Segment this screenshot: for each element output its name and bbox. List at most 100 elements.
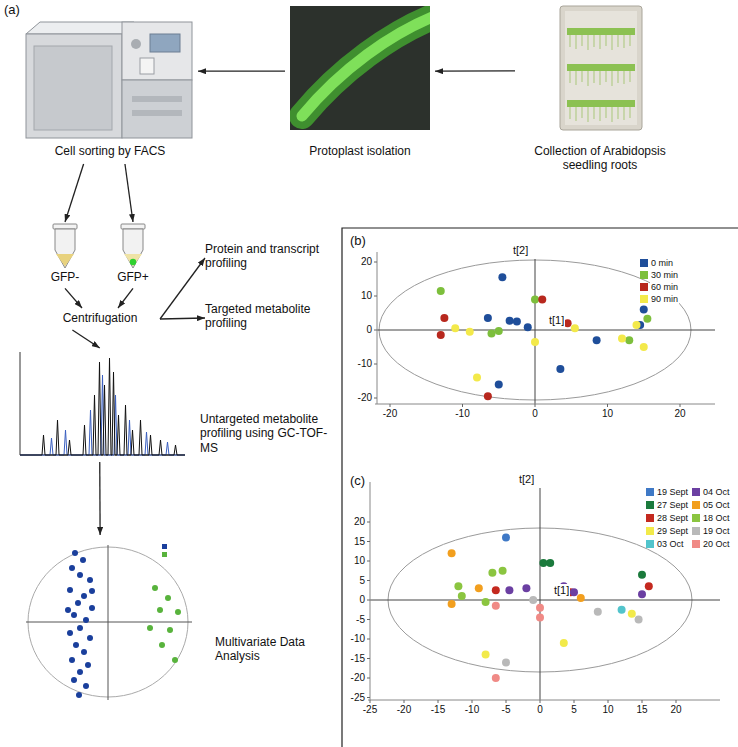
score-point <box>484 314 492 322</box>
score-point <box>593 336 601 344</box>
score-point <box>502 658 510 666</box>
root-outer <box>302 14 430 116</box>
tick-mark <box>367 697 370 698</box>
score-point <box>618 335 626 343</box>
axis-title: t[2] <box>512 244 529 257</box>
flow-arrow <box>72 330 99 348</box>
axis-title: t[1] <box>548 314 565 327</box>
score-point <box>577 594 585 602</box>
workflow-step: GFP- <box>40 222 90 288</box>
thumb-point <box>67 587 73 593</box>
score-point <box>618 606 626 614</box>
workflow-step: GFP+ <box>108 222 158 288</box>
score-point <box>492 674 500 682</box>
thumb-point <box>80 557 86 563</box>
tick-mark <box>438 700 439 703</box>
tick-label: 5 <box>359 575 365 587</box>
score-point <box>451 324 459 332</box>
tick-label: 20 <box>674 408 685 420</box>
score-point <box>454 582 462 590</box>
tick-label: -10 <box>358 358 372 370</box>
tick-label: 10 <box>361 290 372 302</box>
flow-arrow <box>125 164 133 222</box>
thumb-point <box>157 607 163 613</box>
tick-label: 20 <box>354 516 365 528</box>
seedling-roots <box>570 107 630 122</box>
legend-label: 90 min <box>650 293 679 305</box>
score-point <box>522 584 530 592</box>
seedling-row <box>567 64 635 71</box>
gfp-pellet <box>130 259 136 265</box>
workflow-step: Centrifugation <box>40 308 160 330</box>
flow-arrow <box>160 318 205 319</box>
panel-letter: (b) <box>350 234 366 249</box>
zero-axis <box>377 330 715 331</box>
facs-base <box>122 80 192 138</box>
thumb-point <box>73 642 79 648</box>
tick-label: -20 <box>358 392 372 404</box>
thumb-point <box>172 657 178 663</box>
flow-arrow <box>118 288 133 308</box>
tick-label: 10 <box>602 704 613 716</box>
legend-label: 29 Sept <box>656 525 689 537</box>
tick-label: 20 <box>361 256 372 268</box>
legend-label: 19 Oct <box>702 525 731 537</box>
tick-mark <box>390 404 391 407</box>
tick-label: 5 <box>571 704 577 716</box>
score-point <box>529 596 537 604</box>
legend-swatch <box>646 488 654 496</box>
step-caption: Multivariate Data Analysis <box>215 635 325 664</box>
score-point <box>640 306 648 314</box>
root-stele <box>302 14 430 116</box>
tick-label: -10 <box>351 633 365 645</box>
tick-label: -5 <box>356 614 365 626</box>
legend-swatch <box>640 283 648 291</box>
plate-rim <box>560 6 642 130</box>
score-point <box>482 651 490 659</box>
thumb-point <box>85 662 91 668</box>
legend-label: 04 Oct <box>702 486 731 498</box>
chromatogram <box>20 352 185 455</box>
score-point <box>635 616 643 624</box>
flow-arrow <box>198 71 285 72</box>
facs-top <box>26 22 134 34</box>
plot-axis <box>370 482 371 700</box>
tube-body <box>123 229 143 268</box>
plot-axis <box>368 700 720 701</box>
panel-divider <box>342 228 738 747</box>
tick-label: 10 <box>354 555 365 567</box>
thumb-point <box>65 607 71 613</box>
thumb-point <box>89 588 95 594</box>
score-point <box>640 343 648 351</box>
score-point <box>475 584 483 592</box>
score-point <box>499 567 507 575</box>
flow-arrow <box>160 258 205 319</box>
score-point <box>502 534 510 542</box>
step-caption: Centrifugation <box>40 311 160 325</box>
thumb-point <box>87 635 93 641</box>
score-point <box>633 321 641 329</box>
root-shape <box>302 14 430 116</box>
tick-mark <box>472 700 473 703</box>
tick-label: -20 <box>351 672 365 684</box>
tick-mark <box>404 700 405 703</box>
score-point <box>556 365 564 373</box>
legend-label: 03 Oct <box>656 538 685 550</box>
facs-holder <box>140 58 154 74</box>
thumb-point <box>159 642 165 648</box>
flow-arrow <box>65 164 84 222</box>
tick-label: 20 <box>670 704 681 716</box>
tick-mark <box>367 561 370 562</box>
score-point <box>458 592 466 600</box>
step-caption: Protoplast isolation <box>285 144 435 158</box>
thumb-points-neg <box>65 550 95 698</box>
thumb-points-pos <box>147 585 181 663</box>
tick-mark <box>367 619 370 620</box>
pca-thumbnail <box>26 544 192 700</box>
score-point <box>492 602 500 610</box>
workflow-step: Collection of Arabidopsis seedling roots <box>515 4 685 180</box>
